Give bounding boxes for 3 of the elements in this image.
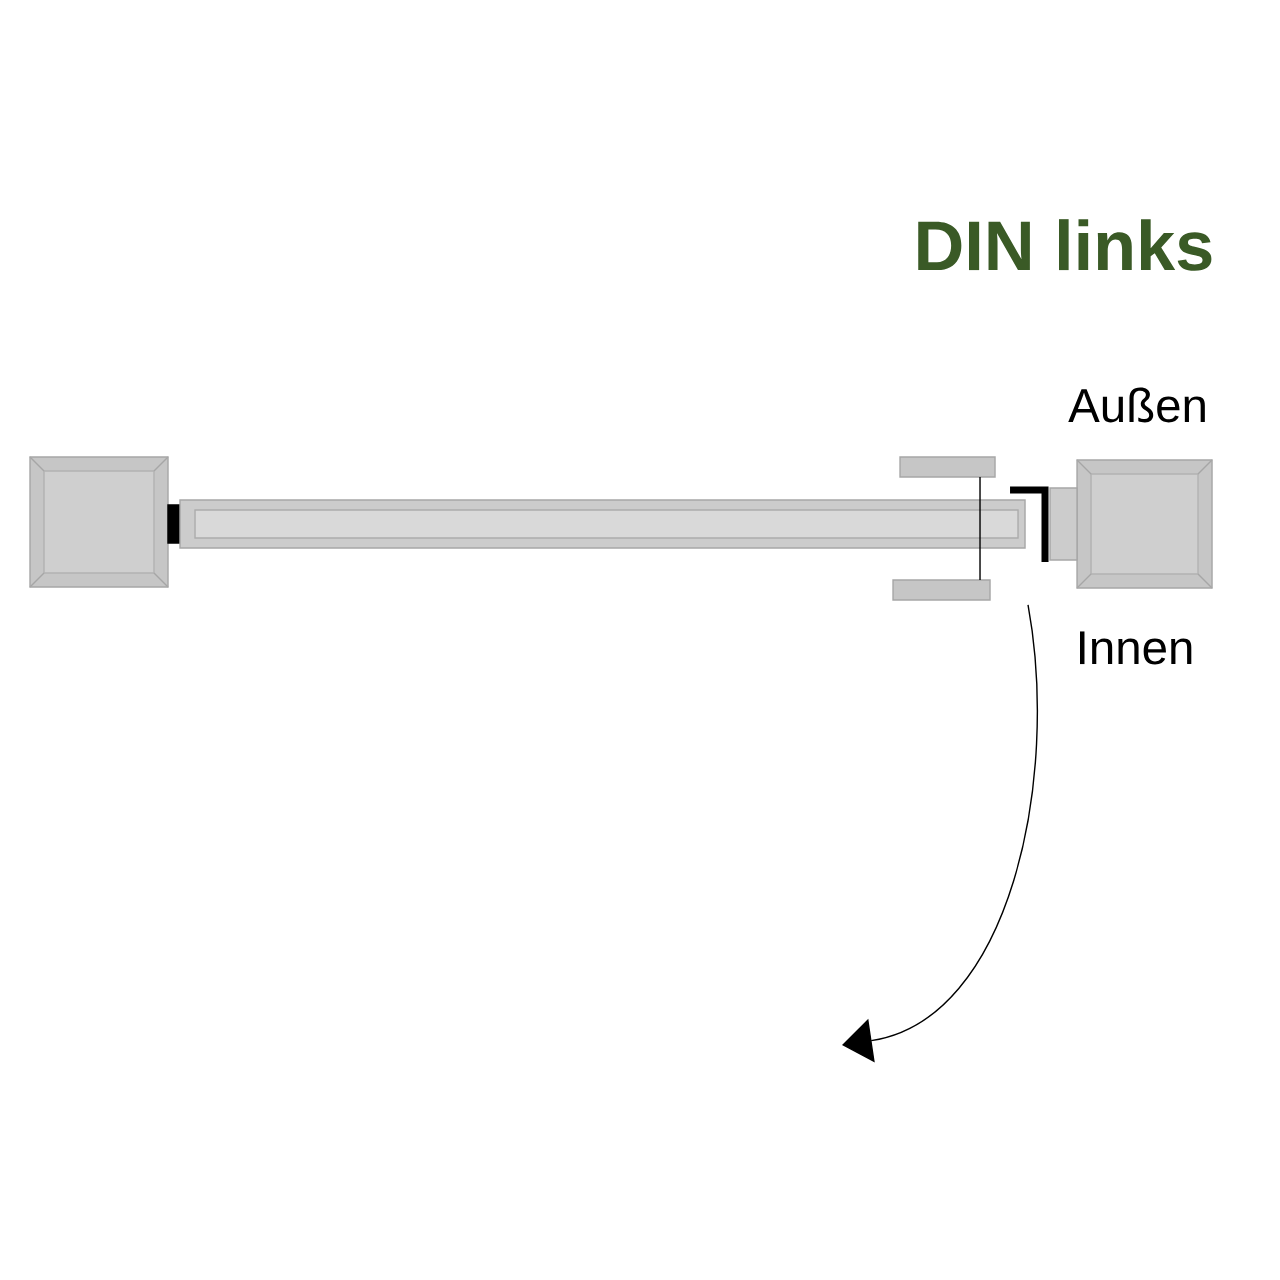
side-label: Innen — [1080, 631, 1192, 665]
side-label: Außen — [1068, 387, 1205, 423]
title: DIN links — [918, 219, 1212, 271]
